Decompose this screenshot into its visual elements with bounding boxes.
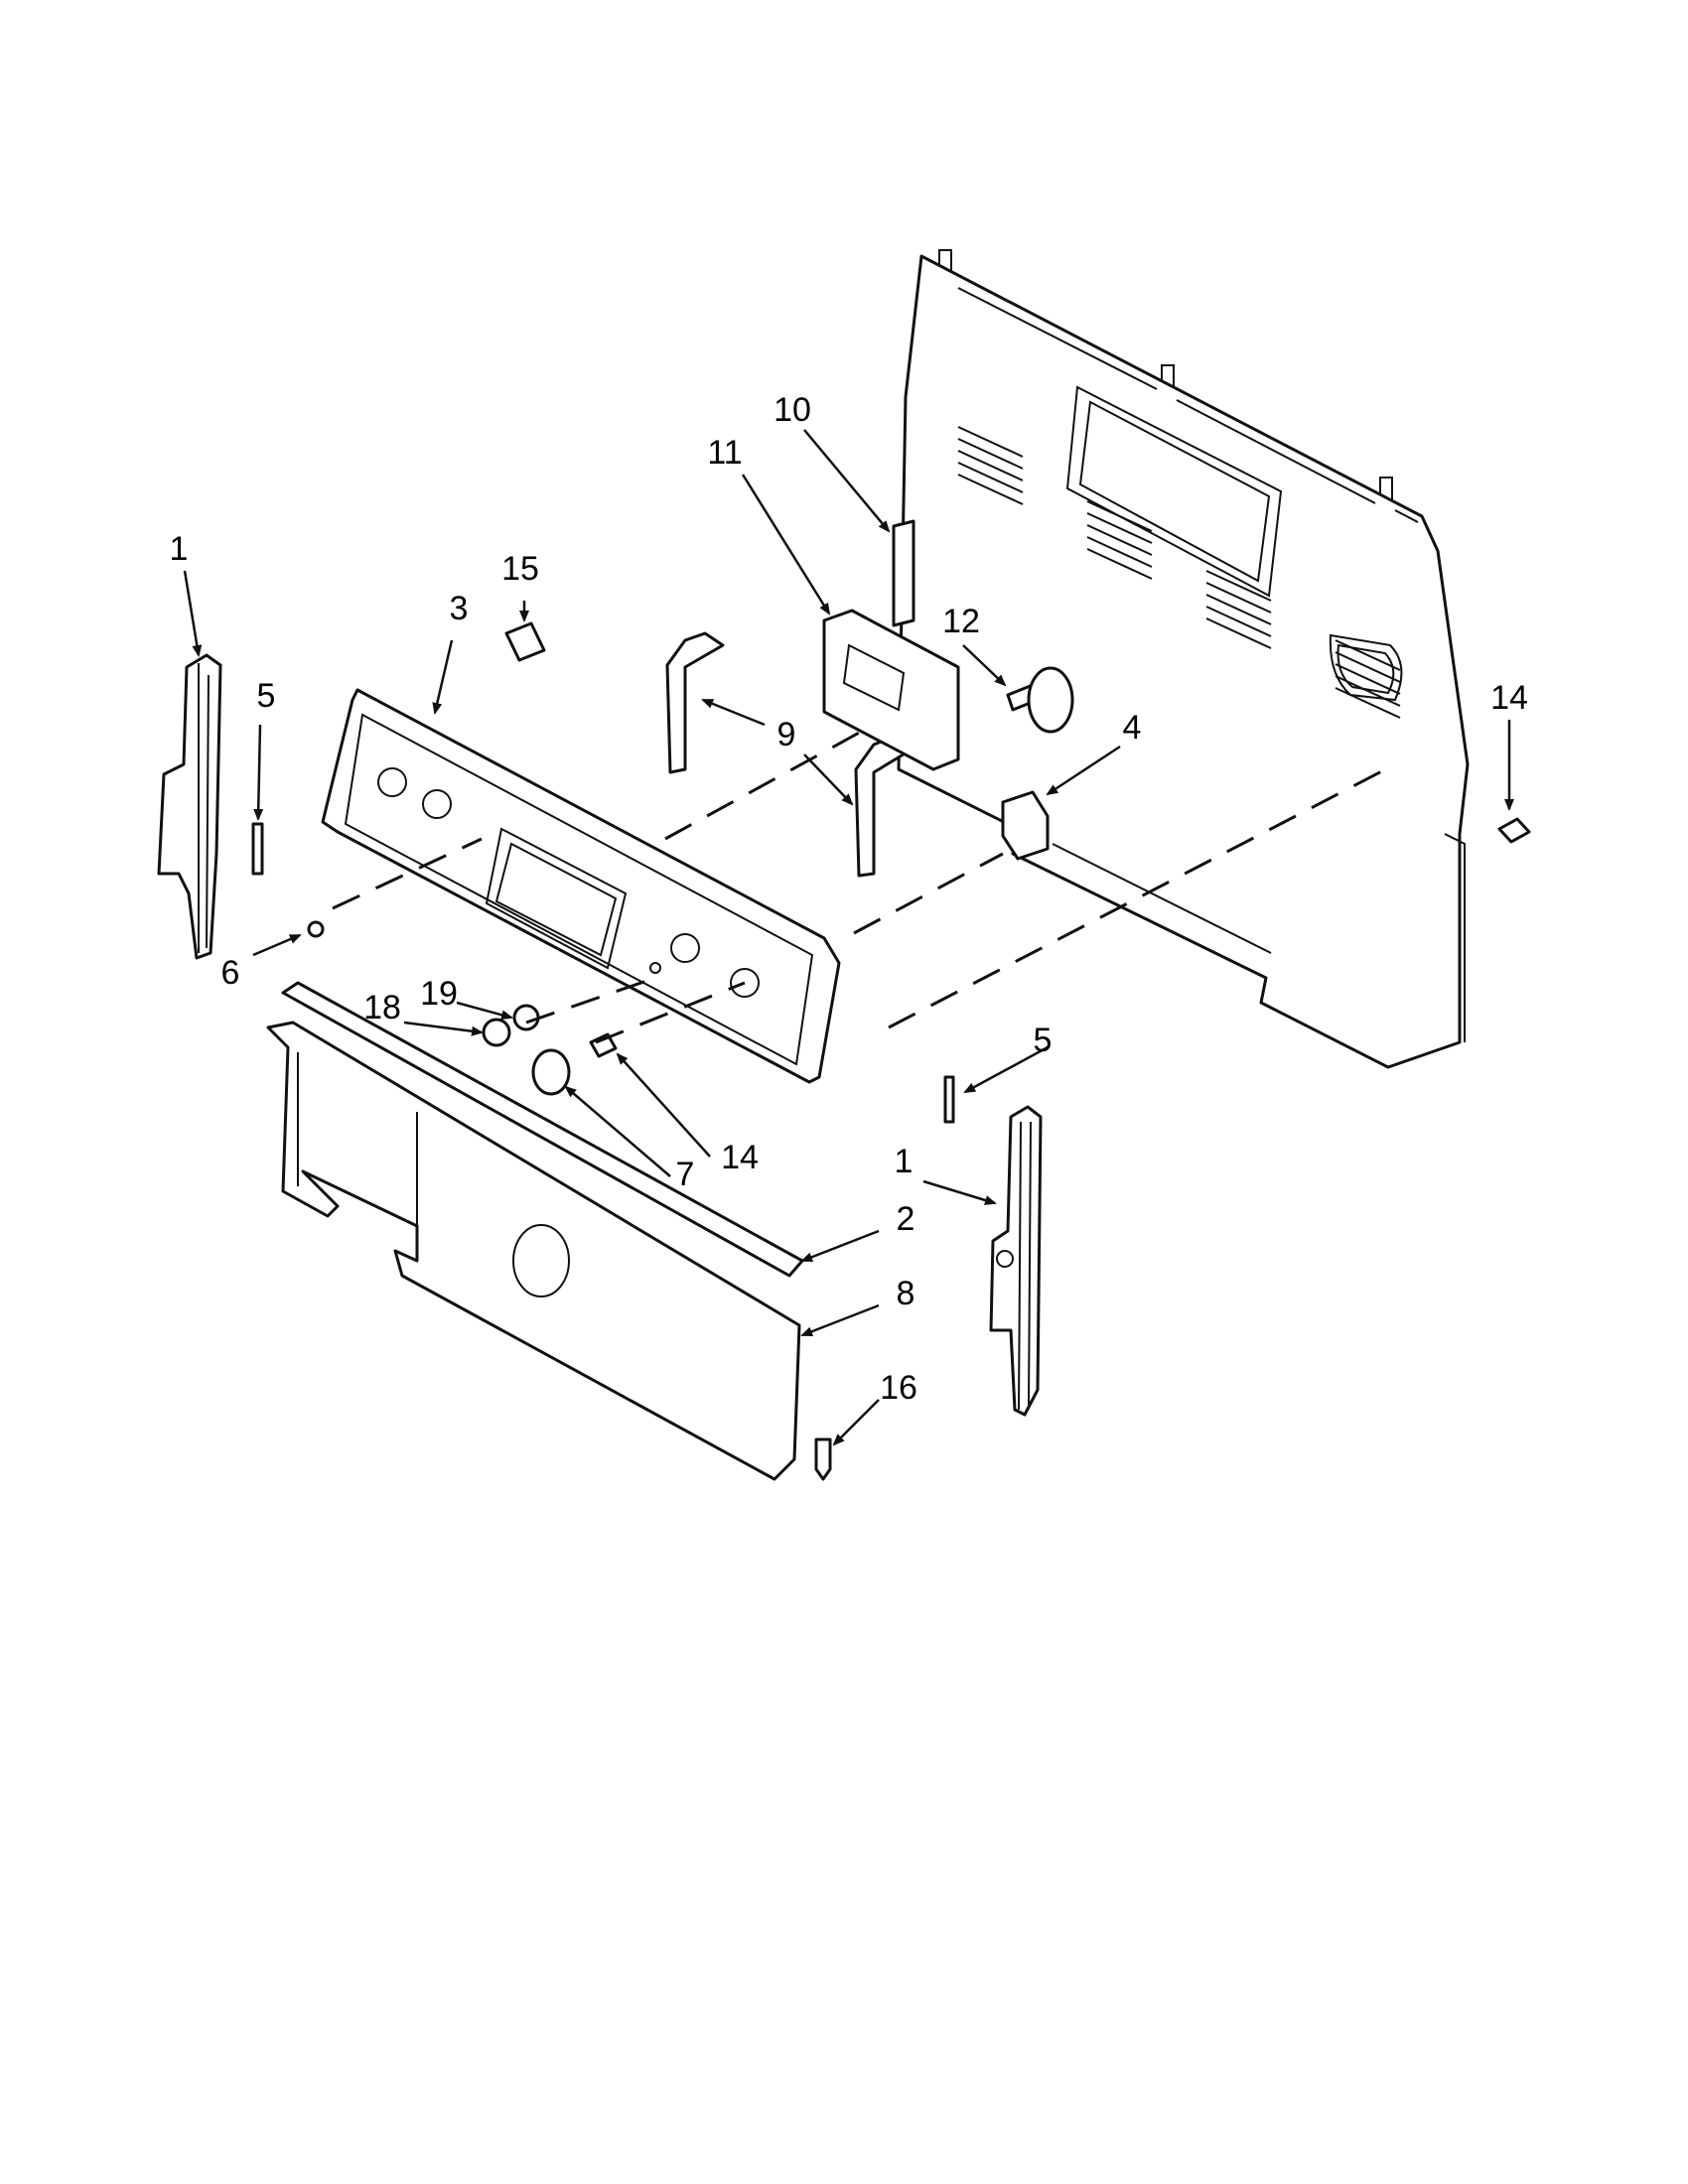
callout-11: 11 — [707, 434, 742, 472]
callout-19: 19 — [420, 975, 458, 1013]
side-trim-left — [157, 653, 222, 960]
callout-10: 10 — [774, 391, 811, 429]
callout-7: 7 — [676, 1156, 695, 1193]
control-panel — [321, 688, 841, 1084]
callout-1-left: 1 — [170, 530, 189, 568]
switch-4 — [1001, 790, 1050, 861]
leader-lines — [183, 429, 1514, 1446]
screw-16 — [814, 1437, 832, 1481]
callout-12: 12 — [942, 603, 980, 640]
callout-3: 3 — [450, 590, 469, 627]
callout-14-mid: 14 — [721, 1139, 759, 1176]
screw-14-right — [1497, 817, 1531, 844]
electronic-control — [822, 519, 960, 771]
callout-5-right: 5 — [1034, 1022, 1053, 1059]
callout-2: 2 — [897, 1200, 915, 1238]
callout-5-left: 5 — [257, 677, 276, 715]
callout-4: 4 — [1123, 709, 1142, 747]
callout-8: 8 — [897, 1275, 915, 1312]
callout-14-right: 14 — [1490, 679, 1528, 717]
rear-panel — [897, 249, 1470, 1069]
callout-6: 6 — [221, 954, 240, 992]
callout-15: 15 — [501, 550, 539, 588]
knobs — [482, 1004, 618, 1096]
callout-1-right: 1 — [895, 1143, 914, 1180]
screw-12 — [1006, 666, 1074, 734]
lower-panel-8 — [266, 1021, 801, 1481]
alignment-lines — [332, 723, 1396, 1044]
callout-18: 18 — [363, 989, 401, 1026]
side-trim-right — [989, 1105, 1043, 1417]
callout-16: 16 — [880, 1369, 917, 1407]
callout-9: 9 — [777, 716, 796, 753]
rear-panel-vents — [957, 426, 1401, 719]
callout-labels: 1 5 6 15 3 11 10 12 9 4 14 18 19 7 14 5 … — [170, 391, 1528, 1407]
trim-clips — [251, 822, 955, 1124]
clip-15 — [504, 621, 546, 662]
